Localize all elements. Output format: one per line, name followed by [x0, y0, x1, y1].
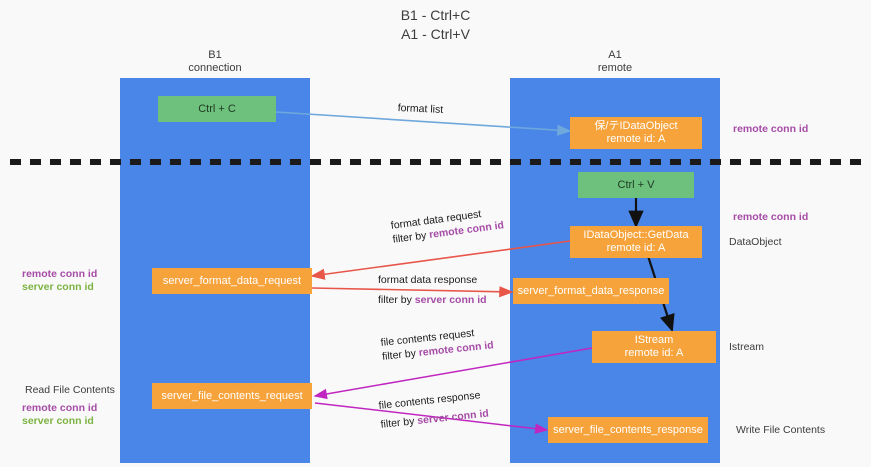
box-server-file-contents-response[interactable]: server_file_contents_response: [548, 417, 708, 443]
box-ctrl-c-line1: Ctrl + C: [198, 102, 236, 115]
side-label-left-server-conn-id: server conn id: [22, 281, 94, 293]
box-sfdres-line1: server_format_data_response: [517, 284, 665, 297]
box-idataobject-line1: 保/テIDataObject: [594, 120, 678, 132]
label-format-data-request: format data request filter by remote con…: [390, 204, 505, 246]
label-fcres-highlight: server conn id: [416, 407, 490, 427]
side-label-left-remote-conn-id-2: remote conn id: [22, 402, 98, 414]
side-label-remote-conn-id-mid: remote conn id: [733, 211, 809, 223]
box-istream-line2: remote id: A: [624, 347, 684, 359]
box-sfdreq-line1: server_format_data_request: [162, 274, 302, 287]
label-fdres-highlight: server conn id: [414, 294, 487, 306]
side-label-left-server-conn-id-2: server conn id: [22, 415, 94, 427]
lane-header-b1: B1 connection: [188, 49, 242, 74]
side-label-dataobject: DataObject: [729, 236, 782, 248]
box-ctrl-v-line1: Ctrl + V: [617, 178, 655, 191]
side-label-remote-conn-id-top: remote conn id: [733, 123, 809, 135]
lane-header-a1: A1 remote: [597, 49, 633, 74]
box-sfcres-line1: server_file_contents_response: [553, 423, 703, 436]
side-label-istream: Istream: [729, 341, 765, 353]
box-ctrl-c[interactable]: Ctrl + C: [158, 96, 276, 122]
label-fdres-prefix: filter by: [378, 294, 415, 306]
side-label-left-remote-conn-id: remote conn id: [22, 268, 98, 280]
label-file-contents-request: file contents request filter by remote c…: [380, 324, 494, 364]
label-fcres-prefix: filter by: [380, 415, 418, 431]
box-server-file-contents-request[interactable]: server_file_contents_request: [152, 383, 312, 409]
box-getdata-line2: remote id: A: [606, 242, 666, 254]
box-idataobject-remote[interactable]: 保/テIDataObject remote id: A: [570, 117, 702, 149]
box-sfcreq-line1: server_file_contents_request: [161, 389, 303, 402]
label-fdreq-prefix: filter by: [391, 229, 430, 246]
label-format-list-text: format list: [397, 101, 444, 116]
label-fdres-line2: filter by server conn id: [378, 293, 487, 307]
box-istream-line1: IStream: [634, 334, 674, 346]
label-file-contents-response: file contents response filter by server …: [378, 388, 489, 432]
box-server-format-data-request[interactable]: server_format_data_request: [152, 268, 312, 294]
label-format-data-response: format data response filter by server co…: [378, 273, 487, 307]
label-format-list: format list: [397, 101, 443, 117]
box-getdata[interactable]: IDataObject::GetData remote id: A: [570, 226, 702, 258]
box-getdata-line1: IDataObject::GetData: [583, 229, 689, 241]
box-ctrl-v[interactable]: Ctrl + V: [578, 172, 694, 198]
label-fcreq-prefix: filter by: [381, 347, 420, 363]
page-title: B1 - Ctrl+C A1 - Ctrl+V: [400, 7, 471, 42]
label-fdres-line1: format data response: [378, 274, 478, 286]
side-label-write-file-contents: Write File Contents: [736, 424, 826, 436]
box-idataobject-line2: remote id: A: [606, 133, 666, 145]
box-server-format-data-response[interactable]: server_format_data_response: [513, 278, 669, 304]
side-label-read-file-contents: Read File Contents: [25, 384, 115, 396]
box-istream[interactable]: IStream remote id: A: [592, 331, 716, 363]
